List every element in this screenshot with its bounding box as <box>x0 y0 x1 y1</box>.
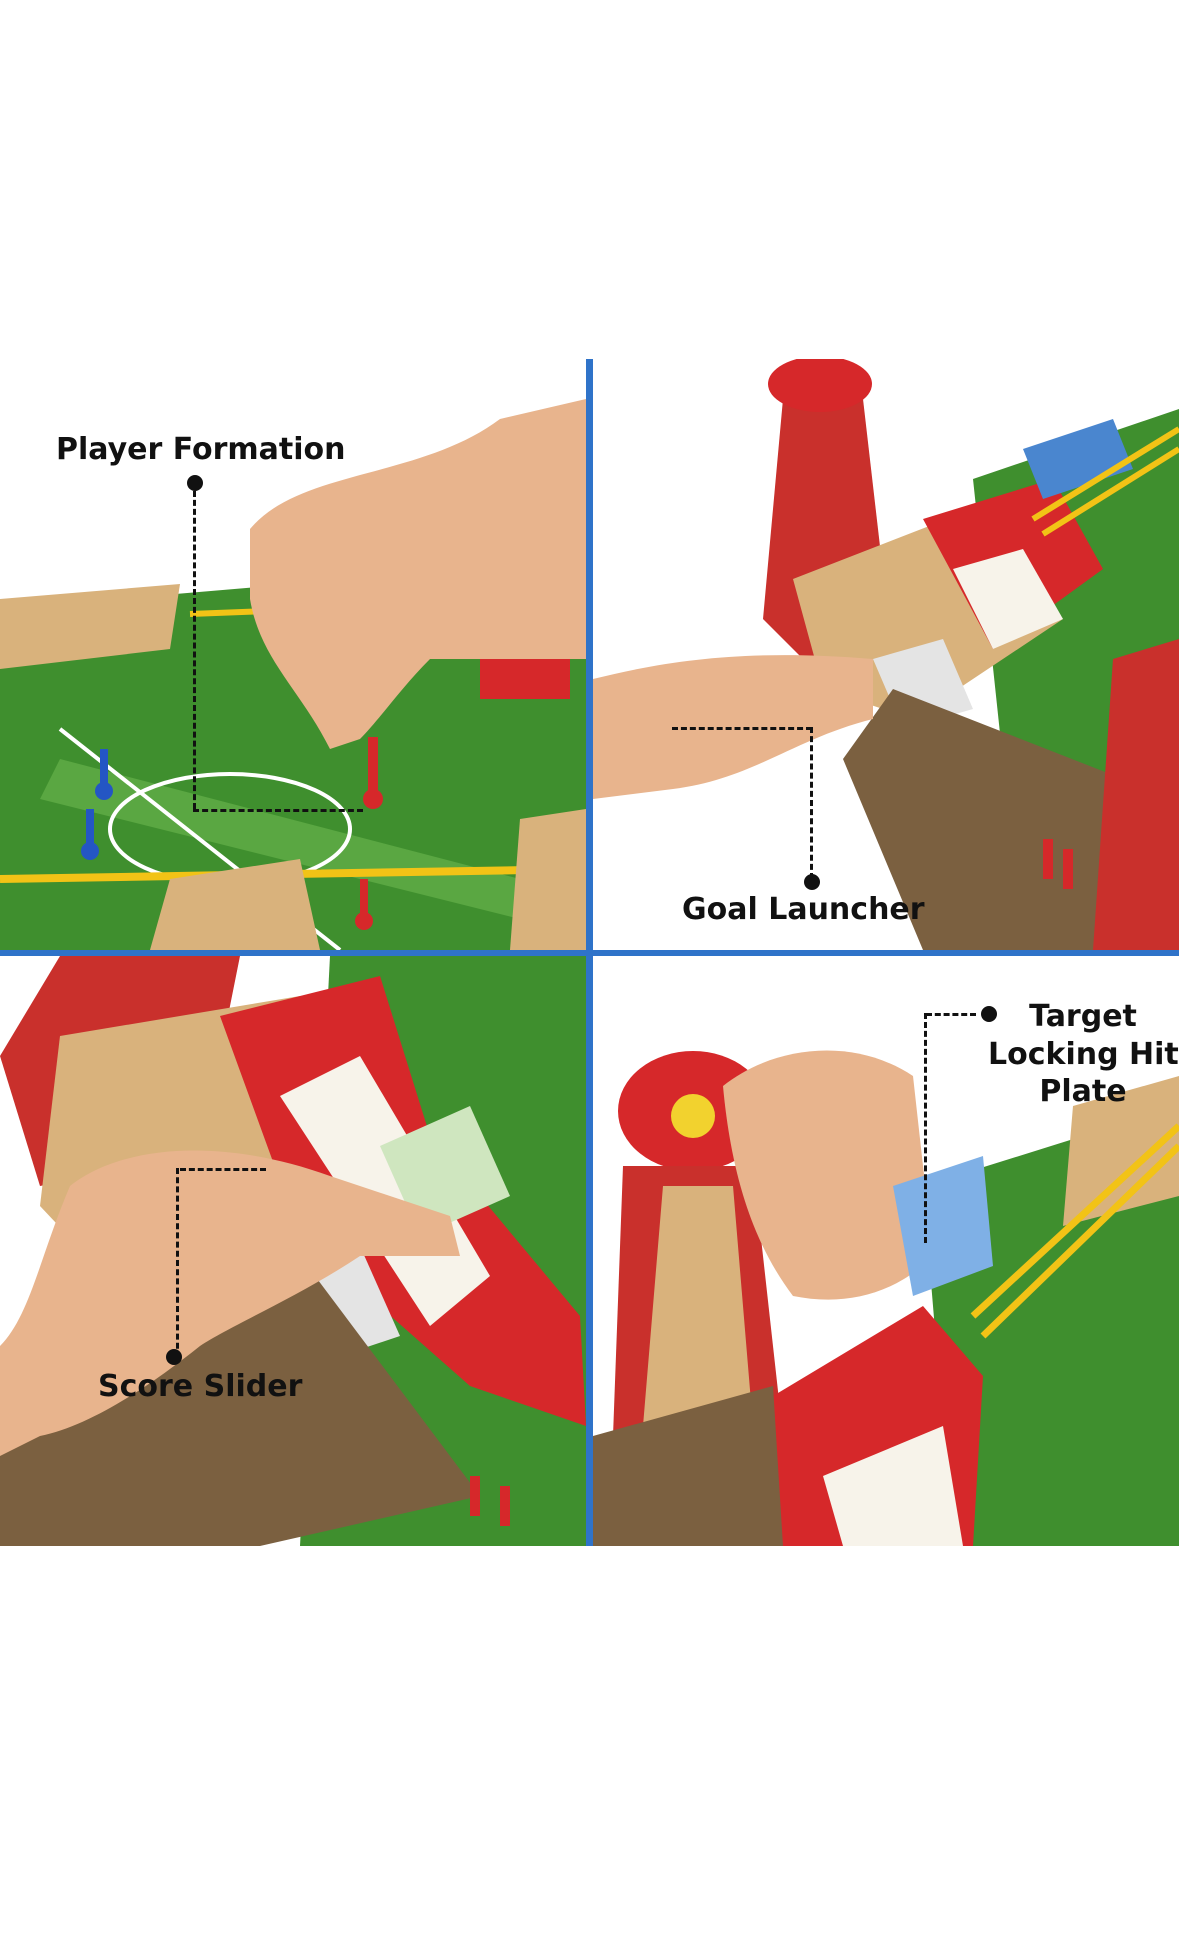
photo-collage: Player Formation Goal Launcher <box>0 359 1179 1546</box>
hit-plate-label-line-1: Target <box>1029 999 1137 1034</box>
score-slider-dot <box>166 1349 182 1365</box>
panel-score-slider: Score Slider <box>0 956 586 1546</box>
goal-launcher-leader-horizontal <box>672 727 812 730</box>
hit-plate-label-line-2: Locking Hit <box>988 1036 1179 1072</box>
hit-plate-label-line-3: Plate <box>1039 1074 1127 1109</box>
goal-launcher-photo <box>593 359 1179 950</box>
panel-target-locking-hit-plate: Target Locking Hit Plate <box>593 956 1179 1546</box>
score-slider-label: Score Slider <box>98 1369 303 1404</box>
horizontal-divider <box>0 950 1179 956</box>
panel-goal-launcher: Goal Launcher <box>593 359 1179 950</box>
goal-launcher-leader-vertical <box>810 727 813 879</box>
player-formation-label: Player Formation <box>56 432 346 467</box>
player-formation-leader-horizontal <box>193 809 363 812</box>
player-formation-photo <box>0 359 586 950</box>
player-formation-leader-vertical <box>193 491 196 809</box>
panel-player-formation: Player Formation <box>0 359 586 950</box>
target-locking-hit-plate-photo <box>593 956 1179 1546</box>
score-slider-photo <box>0 956 586 1546</box>
target-locking-hit-plate-label: Target Locking Hit Plate <box>988 998 1179 1111</box>
goal-launcher-dot <box>804 874 820 890</box>
player-formation-dot <box>187 475 203 491</box>
goal-launcher-label: Goal Launcher <box>682 892 925 927</box>
hit-plate-leader-horizontal <box>926 1013 976 1016</box>
score-slider-leader-horizontal <box>180 1168 266 1171</box>
hit-plate-leader-vertical <box>924 1013 927 1243</box>
score-slider-leader-vertical <box>176 1168 179 1358</box>
hit-plate-dot <box>981 1006 997 1022</box>
